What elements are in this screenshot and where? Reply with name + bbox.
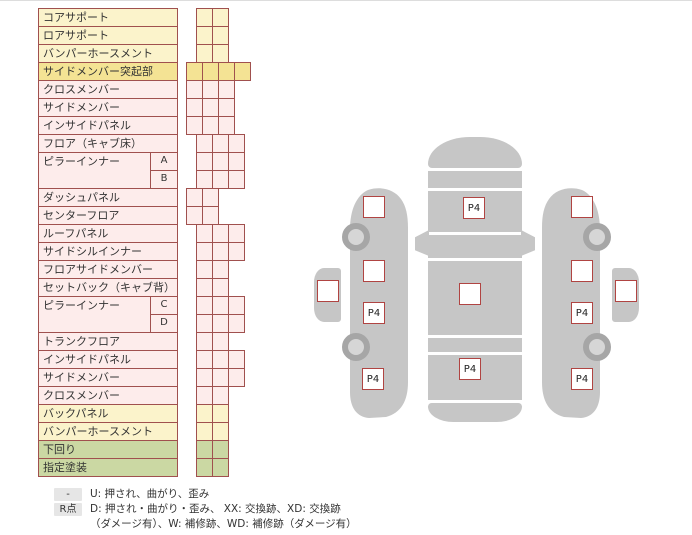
damage-marker-far-right	[615, 280, 637, 302]
table-row: クロスメンバー	[38, 80, 251, 99]
top-view-rear-section	[428, 403, 522, 422]
damage-cell	[228, 368, 245, 387]
table-row: センターフロア	[38, 206, 251, 225]
damage-marker-left-mid-lower: P4	[363, 302, 385, 324]
row-sublabel: B	[150, 170, 178, 189]
damage-cell	[228, 242, 245, 261]
damage-marker-right-front	[571, 196, 593, 218]
damage-cell	[228, 170, 245, 189]
damage-cell	[212, 458, 229, 477]
table-row: サイドメンバー	[38, 98, 251, 117]
legend-text-u: U: 押され、曲がり、歪み	[90, 488, 210, 500]
legend: - U: 押され、曲がり、歪み R点 D: 押され・曲がり・歪み、 XX: 交換…	[54, 487, 357, 532]
legend-text-r2: （ダメージ有）、W: 補修跡、WD: 補修跡（ダメージ有）	[90, 518, 357, 530]
legend-badge-minus: -	[54, 488, 82, 501]
table-row: バンパーホースメント	[38, 44, 251, 63]
damage-marker-center-front: P4	[463, 197, 485, 219]
top-view-rear-deck-section	[428, 338, 522, 352]
row-label: センターフロア	[38, 206, 178, 225]
side-mirror-left-icon	[415, 230, 429, 256]
parts-damage-table: コアサポートロアサポートバンパーホースメントサイドメンバー突起部クロスメンバーサ…	[38, 8, 251, 477]
top-view-front-section	[428, 137, 522, 168]
legend-row-r2: （ダメージ有）、W: 補修跡、WD: 補修跡（ダメージ有）	[54, 517, 357, 532]
row-label: インサイドパネル	[38, 116, 178, 135]
legend-row-u: - U: 押され、曲がり、歪み	[54, 487, 357, 502]
table-row: サイドメンバー	[38, 368, 251, 387]
damage-marker-right-rear: P4	[571, 368, 593, 390]
row-label: コアサポート	[38, 8, 178, 27]
damage-marker-far-left	[317, 280, 339, 302]
damage-cell	[228, 314, 245, 333]
top-divider	[0, 0, 692, 1]
legend-text-r: D: 押され・曲がり・歪み、 XX: 交換跡、XD: 交換跡	[90, 503, 341, 515]
wheel-left-rear	[342, 333, 370, 361]
row-label: セットバック（キャブ背）	[38, 278, 178, 297]
legend-badge-rten: R点	[54, 503, 82, 516]
top-view-hood-section	[428, 171, 522, 188]
damage-marker-right-mid-upper	[571, 260, 593, 282]
legend-row-r: R点 D: 押され・曲がり・歪み、 XX: 交換跡、XD: 交換跡	[54, 502, 357, 517]
damage-marker-left-front	[363, 196, 385, 218]
table-row: サイドメンバー突起部	[38, 62, 251, 81]
table-row: セットバック（キャブ背）	[38, 278, 251, 297]
table-row: バックパネル	[38, 404, 251, 423]
row-label: 指定塗装	[38, 458, 178, 477]
row-label: サイドシルインナー	[38, 242, 178, 261]
damage-marker-left-mid-upper	[363, 260, 385, 282]
row-label: クロスメンバー	[38, 80, 178, 99]
row-label: ピラーインナー	[38, 296, 151, 333]
row-label: ピラーインナー	[38, 152, 151, 189]
table-row: ダッシュパネル	[38, 188, 251, 207]
damage-marker-center-middle	[459, 283, 481, 305]
row-label: フロア（キャブ床）	[38, 134, 178, 153]
table-row: サイドシルインナー	[38, 242, 251, 261]
row-label: インサイドパネル	[38, 350, 178, 369]
damage-marker-right-mid-lower: P4	[571, 302, 593, 324]
table-row: インサイドパネル	[38, 116, 251, 135]
table-row: 指定塗装	[38, 458, 251, 477]
row-label: サイドメンバー	[38, 98, 178, 117]
table-row: インサイドパネル	[38, 350, 251, 369]
damage-marker-center-rear: P4	[459, 358, 481, 380]
wheel-right-rear	[583, 333, 611, 361]
table-row: コアサポート	[38, 8, 251, 27]
side-mirror-right-icon	[521, 230, 535, 256]
damage-cell	[234, 62, 251, 81]
top-view-cowl-section	[428, 235, 522, 258]
wheel-left-front	[342, 223, 370, 251]
wheel-right-front	[583, 223, 611, 251]
damage-marker-left-rear: P4	[362, 368, 384, 390]
